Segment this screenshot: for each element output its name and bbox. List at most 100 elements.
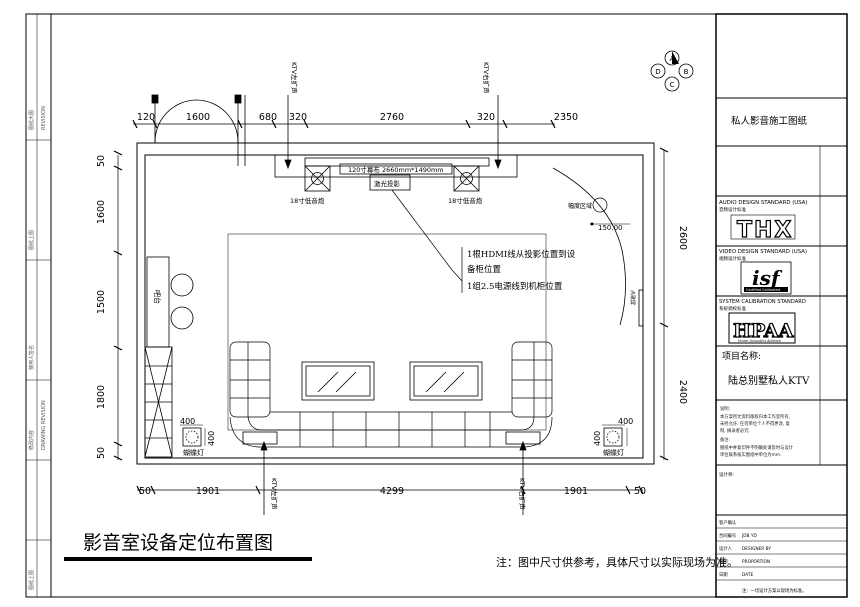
notes-line-6: 单位联系核实图纸中单位为mm. [720, 451, 781, 458]
title-block [715, 13, 848, 598]
bottom-right-speaker-box [505, 431, 541, 445]
speaker-left-top-label: KTV左扩声 [290, 62, 299, 94]
room-inner-wall [144, 154, 644, 459]
note-hdmi-line2: 备柜位置 [467, 264, 502, 275]
lamp-left-label: 蝴蝶灯 [183, 448, 204, 457]
coffee-table-right [409, 361, 483, 401]
svg-text:isf: isf [752, 266, 783, 290]
dim-bottom-1901b: 1901 [564, 486, 588, 497]
notes-line-4: 备注: [720, 436, 730, 443]
dim-right-2600: 2600 [677, 226, 688, 250]
dim-left-1500: 1500 [96, 290, 107, 314]
video-standard-cn: 视频设计标准 [719, 255, 746, 262]
subwoofer-left-label: 18寸低音炮 [290, 196, 325, 205]
thx-logo: THX [730, 214, 796, 244]
dim-bottom-50b: 50 [634, 486, 646, 497]
wall-song-screen-label: 点歌屏 [629, 290, 636, 305]
bar-counter [144, 256, 194, 458]
subwoofer-right [453, 165, 480, 192]
calibration-standard-en: SYSTEM CALIBRATION STANDARD [719, 299, 806, 305]
notes-title: 说明: [720, 405, 730, 412]
contract-value: JDB YD [741, 533, 758, 539]
project-name: 陆总别墅私人KTV [728, 374, 810, 387]
designer2-value: DESIGNER BY [742, 546, 771, 552]
screen-wall [274, 154, 518, 191]
projector-label: 激光投影 [374, 179, 401, 188]
compass-d: D [655, 68, 660, 76]
dim-top-320b: 320 [477, 112, 495, 123]
dim-top-2350: 2350 [554, 112, 578, 123]
strip-text-6: DRAWING REVISION [41, 400, 47, 450]
dim-small-left-w: 400 [180, 417, 195, 426]
hpaa-logo: HPAA Home Acoustics Alliance [728, 312, 796, 344]
notes-line-1: 本方案所文资料版权归本工作室所有, [720, 413, 790, 420]
lamp-right-label: 蝴蝶灯 [603, 448, 624, 457]
strip-text-2: REVISION [41, 106, 47, 130]
dim-left-50a: 50 [96, 155, 107, 167]
speaker-left-bottom-label: KTV左扩声 [270, 478, 279, 510]
bottom-note: 注：图中尺寸供参考，具体尺寸以实际现场为准。 [496, 555, 738, 569]
dim-small-right-w: 400 [618, 417, 633, 426]
compass-a: A [670, 55, 675, 63]
svg-text:THX: THX [737, 218, 793, 243]
date-label: 日期 [719, 572, 728, 578]
dim-left-1800: 1800 [96, 385, 107, 409]
note-power-line: 1组2.5电源线到机柜位置 [467, 281, 563, 292]
wall-song-screen [638, 289, 644, 327]
dim-right-2400: 2400 [677, 380, 688, 404]
designer2-label: 设计人 [719, 545, 733, 552]
audio-standard-cn: 音频设计标准 [719, 206, 746, 213]
strip-text-1: 图纸大图 [28, 110, 35, 130]
dim-top-680: 680 [259, 112, 277, 123]
strip-text-7: 图纸上图 [28, 570, 35, 590]
seating-area-label: 幅度区域 [568, 202, 592, 210]
strip-text-5: 修改内容 [28, 430, 35, 450]
strip-text-3: 图纸上图 [28, 230, 35, 250]
customer-label: 客户确认 [719, 519, 737, 526]
speaker-right-bottom-label: KTV右扩声 [518, 478, 527, 510]
scale-label: 比例 [719, 558, 728, 565]
project-label: 项目名称: [722, 350, 761, 362]
calibration-standard-cn: 系统调校标准 [719, 305, 746, 312]
subwoofer-right-label: 18寸低音炮 [448, 196, 483, 205]
entrance-door [151, 94, 246, 166]
dim-top-2760: 2760 [380, 112, 404, 123]
strip-text-4: 使用人签名 [28, 345, 35, 370]
seating-area-value: 150.00 [598, 224, 623, 232]
room-outer-wall [136, 142, 655, 465]
dim-top-120: 120 [137, 112, 155, 123]
designer-label: 设计师: [719, 471, 734, 478]
dim-small-right-h: 400 [593, 431, 602, 446]
dim-bottom-1901a: 1901 [196, 486, 220, 497]
footer-note: 注：一切设计方案以现场为标准。 [742, 587, 806, 594]
svg-text:Certified Calibrated: Certified Calibrated [746, 288, 780, 292]
main-title: 影音室设备定位布置图 [83, 532, 273, 554]
dim-left-1600: 1600 [96, 200, 107, 224]
date-value: DATE [742, 572, 753, 578]
svg-text:Home Acoustics Alliance: Home Acoustics Alliance [738, 339, 781, 343]
compass-symbol: A B C D [650, 50, 694, 92]
contract-label: 合同编号 [719, 532, 736, 539]
scale-value: PROPORTION [742, 559, 770, 565]
notes-line-2: 未经允许, 任何单位个人不得更改, 复 [720, 420, 791, 427]
coffee-table-left [301, 361, 375, 401]
isf-logo: isf Certified Calibrated [740, 261, 792, 295]
sheet-border [25, 13, 848, 598]
dim-top-1600: 1600 [186, 112, 210, 123]
dim-top-320a: 320 [289, 112, 307, 123]
bottom-left-speaker-box [242, 431, 278, 445]
note-hdmi-line1: 1根HDMI线从投影位置到设 [467, 249, 576, 260]
compass-c: C [670, 81, 675, 89]
dim-bottom-50a: 50 [139, 486, 151, 497]
compass-b: B [684, 68, 689, 76]
lamp-right [602, 424, 628, 447]
dim-small-left-h: 400 [207, 431, 216, 446]
notes-line-3: 制, 摘录者必究. [720, 427, 750, 434]
video-standard-en: VIDEO DESIGN STANDARD (USA) [719, 249, 807, 255]
seating-area-arc [552, 167, 626, 326]
center-area [227, 233, 547, 431]
screen-label: 120寸幕布 2660mm*1490mm [348, 165, 444, 174]
speaker-right-top-label: KTV右扩声 [482, 62, 491, 94]
drawing-name: 私人影音施工图纸 [731, 115, 808, 127]
